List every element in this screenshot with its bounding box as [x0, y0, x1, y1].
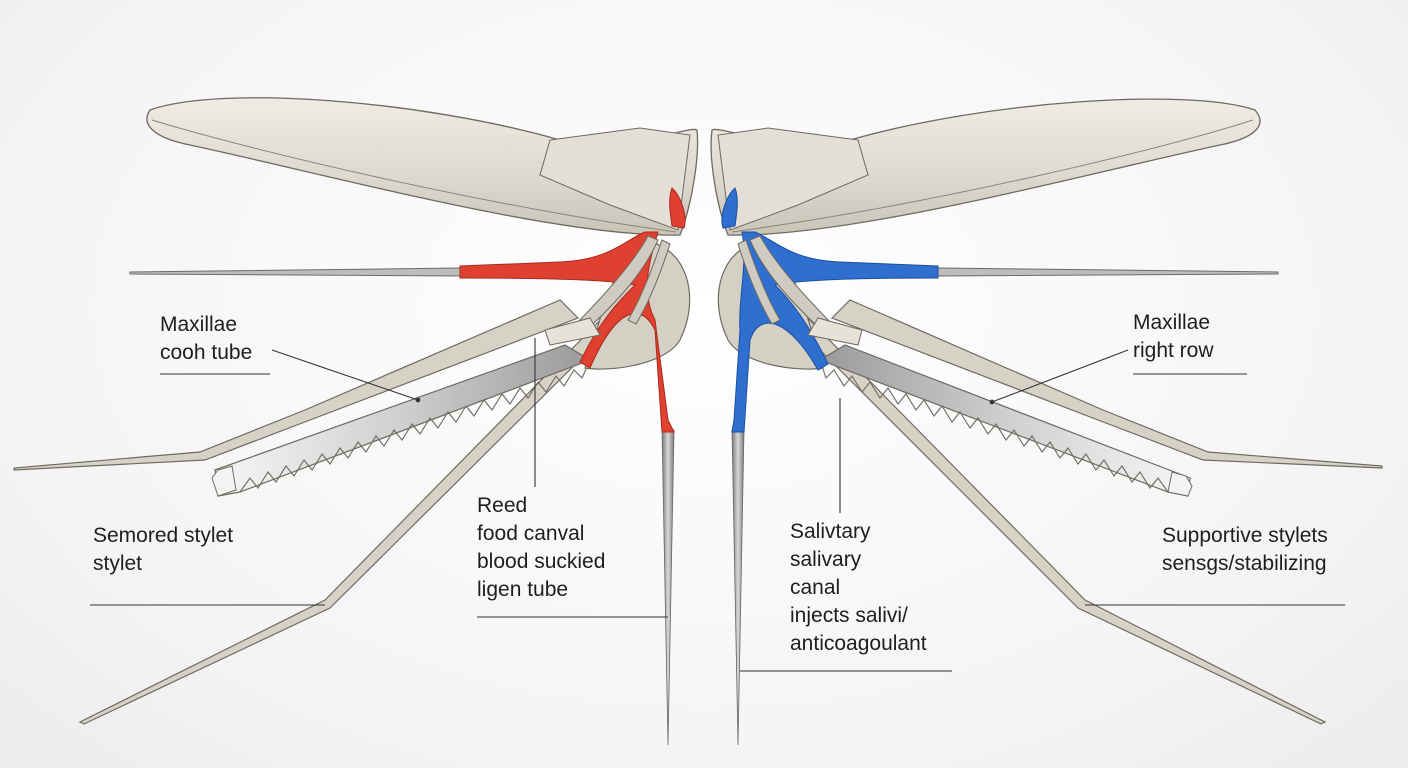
label-line: Semored stylet — [93, 524, 234, 547]
label-line: salivary — [790, 548, 862, 571]
right-middle-stylet — [830, 299, 1383, 469]
label-line: injects salivi/ — [790, 604, 908, 627]
left-horizontal-stylet — [129, 267, 461, 277]
label-line: blood suckied — [477, 550, 606, 573]
label-line: food canval — [477, 522, 585, 545]
label-supportive-stylets: Supportive stylets sensgs/stabilizing — [1162, 522, 1328, 578]
right-lobe-facet — [717, 127, 869, 231]
label-serrated-stylet: Semored stylet stylet — [93, 522, 233, 578]
label-line: anticoagoulant — [790, 632, 927, 655]
label-line: Salivtary — [790, 520, 871, 543]
right-maxilla-lobe — [710, 98, 1261, 236]
label-line: stylet — [93, 552, 143, 575]
right-small-plate — [807, 317, 863, 346]
salivary-canal-blue-tip — [721, 187, 738, 229]
right-mouthpart — [710, 98, 1383, 746]
label-line: cooh tube — [160, 341, 253, 364]
left-small-plate — [544, 317, 601, 346]
label-maxillae-left: Maxillae cooh tube — [160, 311, 252, 367]
right-blade-base — [1167, 471, 1193, 497]
label-line: ligen tube — [477, 578, 569, 601]
food-canal-red-tip — [669, 187, 686, 229]
left-middle-stylet — [13, 299, 580, 471]
left-serrated-teeth — [239, 359, 591, 493]
label-line: Maxillae — [1133, 311, 1211, 334]
left-maxilla-lobe — [146, 97, 699, 236]
right-horizontal-stylet — [937, 267, 1279, 277]
label-food-canal: Reed food canval blood suckied ligen tub… — [477, 492, 605, 604]
left-lobe-facet — [539, 127, 691, 231]
right-serrated-teeth — [819, 359, 1169, 493]
left-blade-base — [211, 465, 237, 497]
right-lobe-rim — [731, 119, 1254, 233]
label-line: sensgs/stabilizing — [1162, 552, 1327, 575]
left-substylet-2 — [627, 239, 671, 325]
right-central-needle — [731, 429, 745, 746]
label-line: canal — [790, 576, 841, 599]
left-mouthpart — [13, 97, 699, 746]
label-line: Reed — [477, 494, 528, 517]
label-line: Maxillae — [160, 313, 238, 336]
left-central-needle — [661, 429, 675, 746]
leader-lines — [90, 338, 1345, 672]
label-salivary-canal: Salivtary salivary canal injects salivi/… — [790, 518, 927, 658]
label-line: Supportive stylets — [1162, 524, 1328, 547]
label-line: right row — [1133, 339, 1214, 362]
leader-maxillae-right-pointer — [991, 349, 1129, 403]
label-maxillae-right: Maxillae right row — [1133, 309, 1214, 365]
right-substylet-2 — [737, 239, 781, 325]
leader-maxillae-left-pointer — [271, 349, 419, 401]
left-lobe-rim — [151, 119, 677, 233]
